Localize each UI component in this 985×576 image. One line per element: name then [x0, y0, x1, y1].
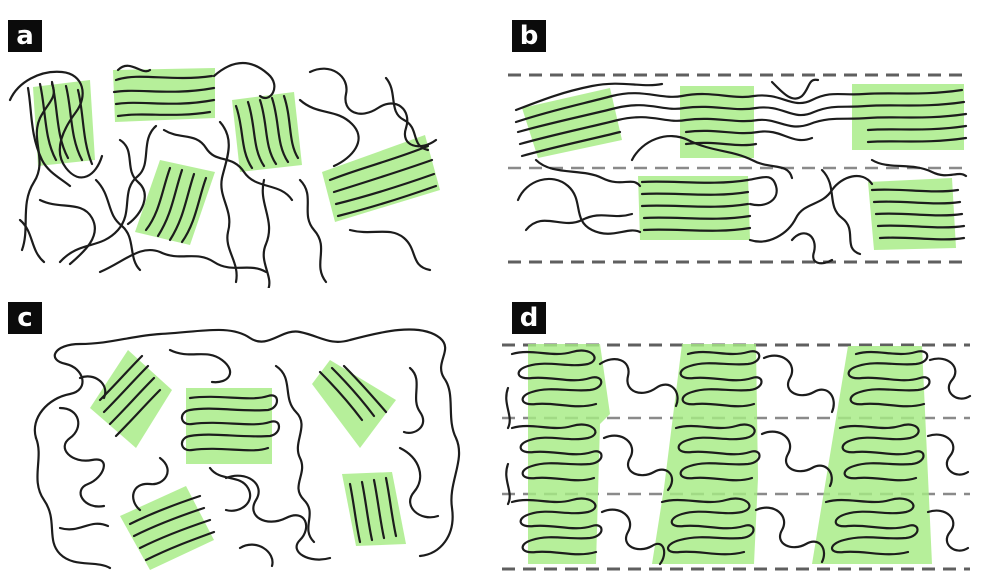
panel-c: c [0, 288, 492, 576]
panel-a: a [0, 0, 492, 288]
panel-d-figure [492, 288, 985, 576]
panel-c-figure [0, 288, 492, 576]
panel-d: d [492, 288, 985, 576]
panel-b: b [492, 0, 985, 288]
panel-a-figure [0, 0, 492, 288]
panel-b-figure [492, 0, 985, 288]
crystalline-regions-a [33, 68, 440, 245]
